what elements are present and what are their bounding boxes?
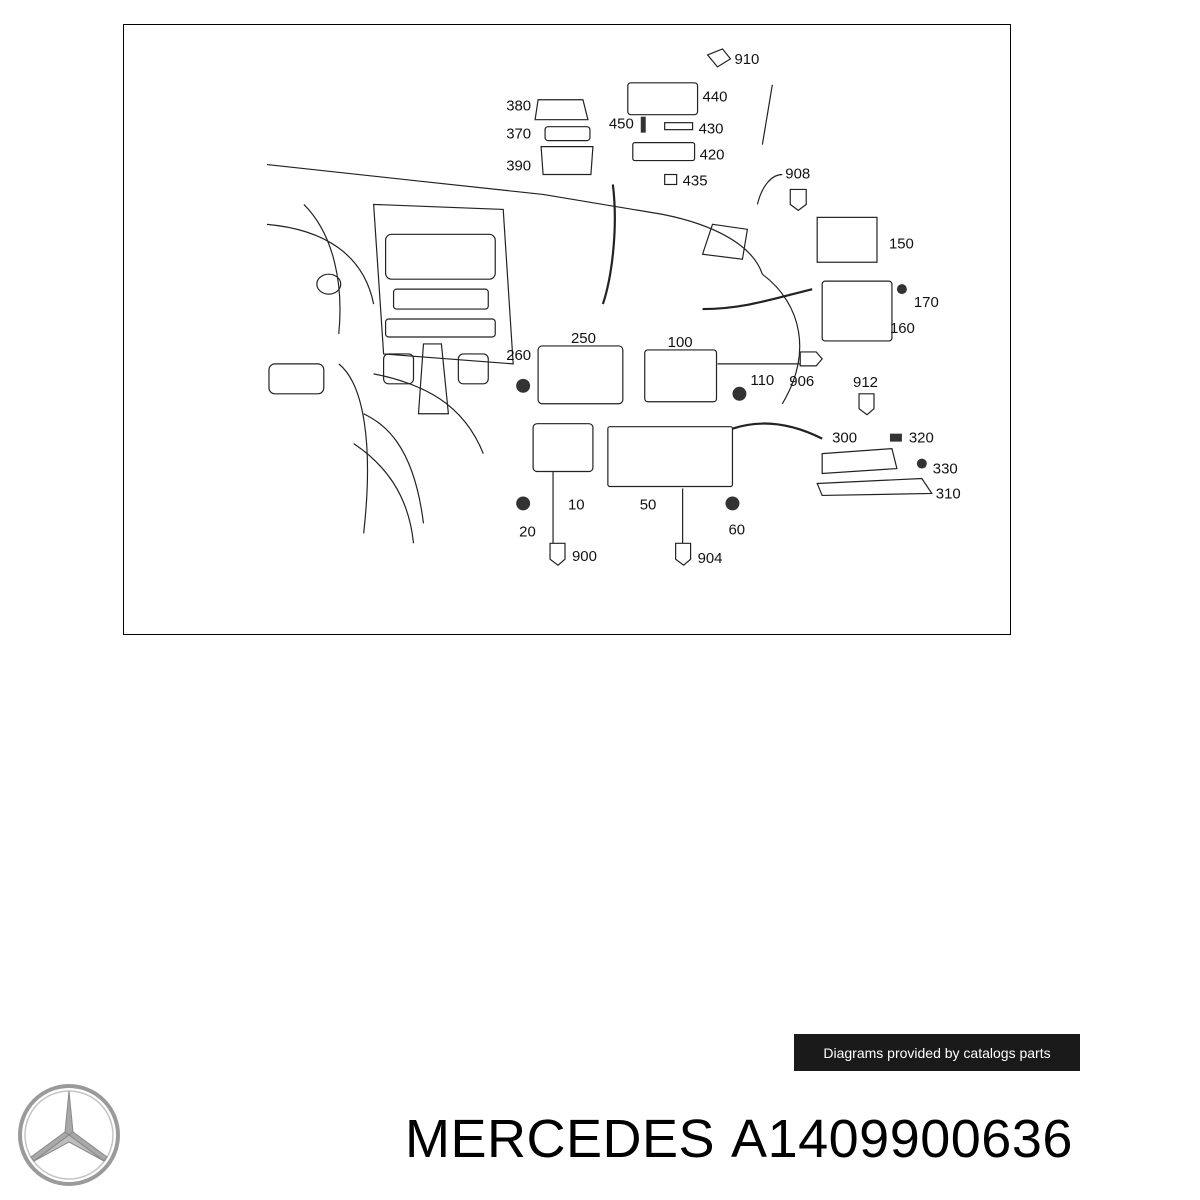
part-100 <box>644 349 718 403</box>
dashboard-outline <box>266 163 763 275</box>
part-250 <box>537 345 624 405</box>
connector-904 <box>675 542 692 566</box>
part-380 <box>534 99 589 121</box>
callout-370: 370 <box>506 126 531 143</box>
callout-150: 150 <box>889 235 914 252</box>
part-320 <box>889 433 902 442</box>
callout-20: 20 <box>519 523 536 540</box>
callout-912: 912 <box>853 374 878 391</box>
callout-330: 330 <box>933 461 958 478</box>
part-450 <box>640 116 646 133</box>
callout-160: 160 <box>890 320 915 337</box>
part-420 <box>632 142 696 162</box>
credit-badge: Diagrams provided by catalogs parts <box>794 1034 1080 1071</box>
callout-900: 900 <box>572 548 597 565</box>
part-390 <box>540 146 594 176</box>
callout-110: 110 <box>750 372 774 389</box>
connector-906 <box>799 351 823 367</box>
callout-906: 906 <box>789 373 814 390</box>
part-60 <box>725 496 740 511</box>
connector-910 <box>706 48 732 68</box>
callout-430: 430 <box>699 121 724 138</box>
connector-900 <box>549 542 566 566</box>
part-160 <box>821 280 893 342</box>
parts-diagram: 910 440 380 450 430 370 420 390 435 908 … <box>123 24 1011 635</box>
part-10 <box>532 423 594 473</box>
part-435 <box>664 173 678 186</box>
part-20 <box>516 496 531 511</box>
callout-440: 440 <box>703 89 728 106</box>
callout-435: 435 <box>683 172 708 189</box>
callout-908: 908 <box>785 165 810 182</box>
callout-250: 250 <box>571 330 596 347</box>
callout-320: 320 <box>909 430 934 447</box>
callout-310: 310 <box>936 485 961 502</box>
part-300 <box>821 447 898 475</box>
diagram-drawing: 910 440 380 450 430 370 420 390 435 908 … <box>266 48 961 567</box>
part-440 <box>627 82 699 116</box>
callout-910: 910 <box>734 51 759 68</box>
callout-904: 904 <box>698 550 723 567</box>
part-260 <box>516 378 531 393</box>
callout-380: 380 <box>506 98 531 115</box>
part-330 <box>916 458 927 469</box>
part-170 <box>896 284 907 295</box>
part-110 <box>732 386 747 401</box>
callout-390: 390 <box>506 158 531 175</box>
callout-100: 100 <box>668 334 693 351</box>
callout-420: 420 <box>700 147 725 164</box>
brand-name: MERCEDES <box>405 1109 716 1169</box>
part-430 <box>664 122 694 131</box>
air-vent <box>701 223 749 260</box>
mercedes-star-icon <box>16 1082 122 1188</box>
callout-450: 450 <box>609 116 634 133</box>
callout-300: 300 <box>832 430 857 447</box>
connector-912 <box>858 393 875 416</box>
callout-10: 10 <box>568 496 585 513</box>
part-number: A1409900636 <box>731 1109 1073 1169</box>
credit-text: Diagrams provided by catalogs parts <box>823 1044 1051 1061</box>
part-370 <box>544 126 591 142</box>
callout-50: 50 <box>640 496 657 513</box>
part-50 <box>607 426 734 488</box>
gear-shifter <box>417 343 450 415</box>
center-console <box>372 203 514 365</box>
part-150 <box>816 216 878 263</box>
callout-260: 260 <box>506 347 531 364</box>
callout-170: 170 <box>914 294 939 311</box>
part-310 <box>816 477 933 497</box>
connector-908 <box>789 188 807 212</box>
callout-60: 60 <box>728 521 745 538</box>
